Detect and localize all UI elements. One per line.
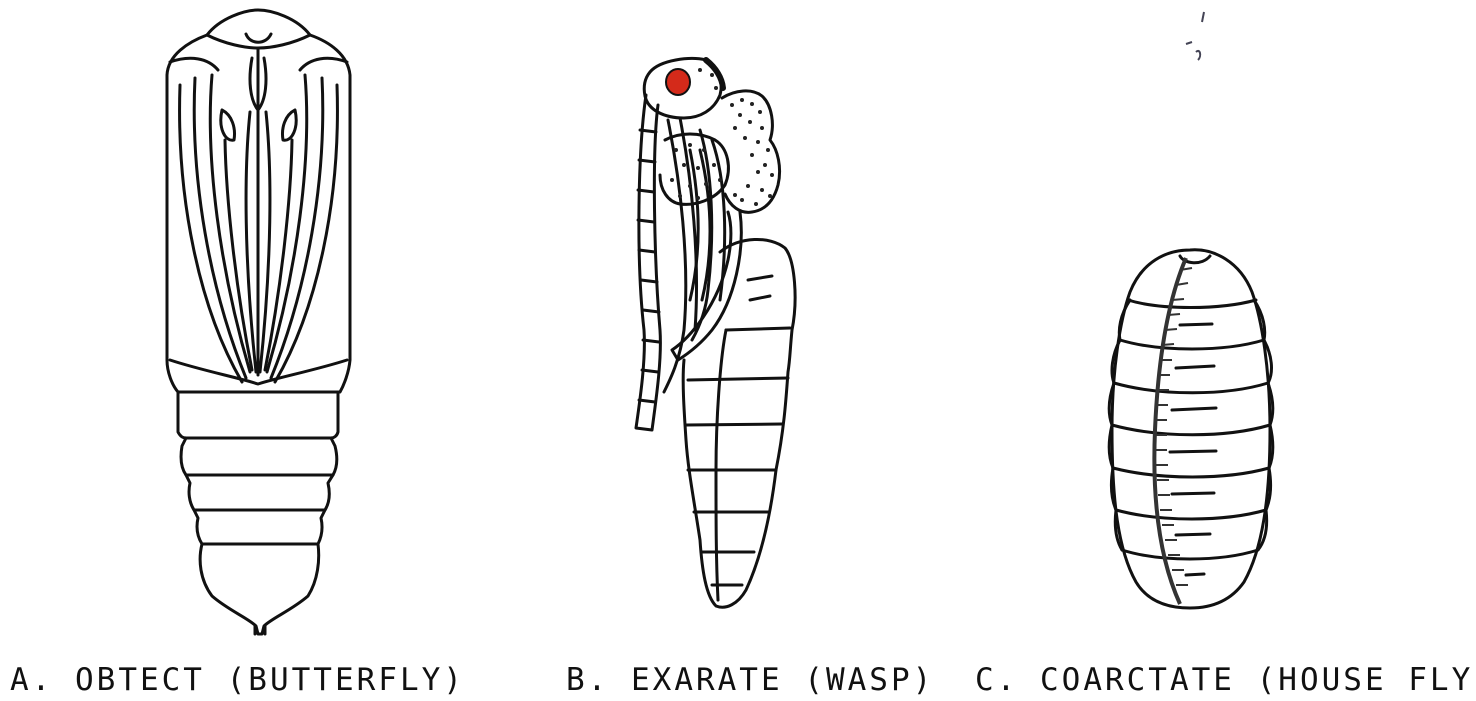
caption-exarate-wasp: B. EXARATE (WASP)	[566, 662, 934, 698]
puparium-seam	[1154, 258, 1192, 604]
house-fly-puparium-drawing	[1109, 250, 1273, 608]
caption-obtect-butterfly: A. OBTECT (BUTTERFLY)	[10, 662, 465, 698]
scan-speck-marks	[1186, 12, 1204, 60]
wasp-pupa-drawing	[636, 59, 795, 608]
caption-coarctate-house-fly: C. COARCTATE (HOUSE FLY)	[975, 662, 1476, 698]
butterfly-pupa-drawing	[167, 10, 350, 634]
wasp-eye	[666, 69, 690, 95]
